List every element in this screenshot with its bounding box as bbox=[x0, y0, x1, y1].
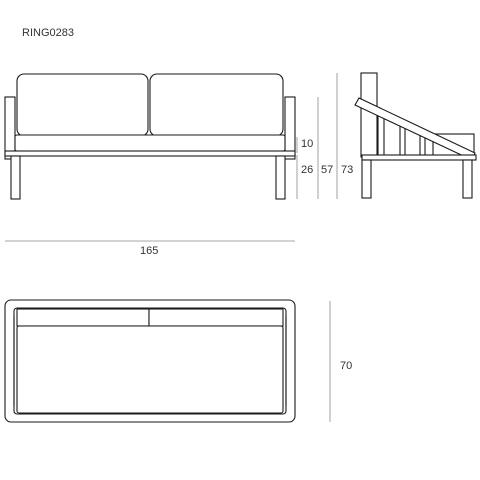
side-back-leg bbox=[361, 159, 372, 199]
front-right-arm bbox=[284, 96, 296, 160]
top-back-cushion-right bbox=[148, 308, 284, 327]
dim-label-overall-width: 165 bbox=[140, 245, 158, 257]
front-left-leg bbox=[10, 155, 21, 200]
top-back-cushion-left bbox=[16, 308, 150, 327]
front-right-leg bbox=[275, 155, 286, 200]
front-view bbox=[4, 73, 296, 200]
front-dimension-lines bbox=[296, 73, 338, 199]
product-code: RING0283 bbox=[22, 27, 74, 39]
dim-label-seat-height: 26 bbox=[301, 164, 313, 176]
dim-label-overall-depth: 70 bbox=[340, 360, 352, 372]
front-back-cushion-left bbox=[16, 73, 149, 137]
dim-label-arm-height: 57 bbox=[321, 164, 333, 176]
top-view bbox=[4, 299, 296, 423]
side-view bbox=[354, 72, 477, 199]
front-left-arm bbox=[4, 96, 16, 160]
side-diagonal-arm bbox=[354, 97, 476, 161]
side-frame-rail bbox=[361, 154, 477, 161]
side-front-leg bbox=[462, 159, 473, 199]
front-back-cushion-right bbox=[149, 73, 284, 137]
front-seat-cushion bbox=[14, 134, 286, 152]
side-back-cushion bbox=[360, 72, 378, 158]
top-seat-cushion bbox=[16, 325, 284, 414]
dim-label-seat-cushion: 10 bbox=[301, 138, 313, 150]
dim-label-overall-height: 73 bbox=[341, 164, 353, 176]
front-frame-rail bbox=[4, 150, 296, 157]
